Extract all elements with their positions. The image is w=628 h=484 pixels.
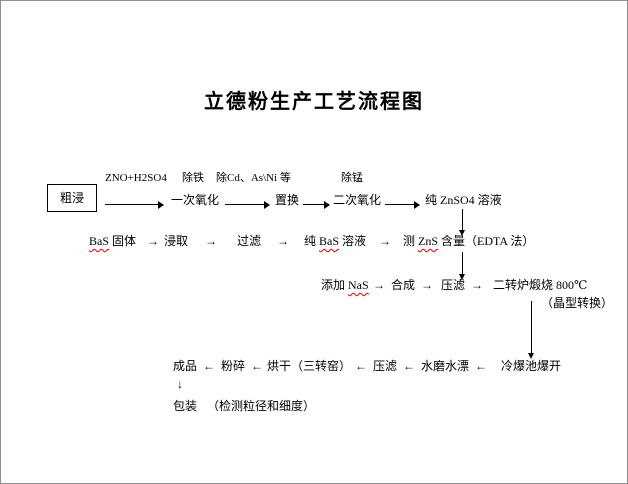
inspection-note: （检测粒径和细度） <box>207 399 316 413</box>
add-prefix: 添加 <box>321 278 349 292</box>
arrow-right-icon: → <box>147 234 159 248</box>
arrow-right-icon: → <box>471 278 483 292</box>
step-filtration: 过滤 <box>237 234 262 248</box>
arrow-down-icon: ↓ <box>177 377 183 391</box>
nas-term: NaS <box>348 278 369 292</box>
node-add-nas: 添加 NaS <box>321 278 369 293</box>
arrow-left-icon: ← <box>251 359 263 373</box>
crystal-transform-note: （晶型转换） <box>541 296 614 310</box>
remove-impurities-label: 除Cd、As\Ni 等 <box>216 172 291 184</box>
flow-arrow-down-icon <box>459 209 465 236</box>
node-pure-znso4-solution: 纯 ZnSO4 溶液 <box>425 193 502 207</box>
zns-term: ZnS <box>418 234 439 248</box>
flow-arrow-right-icon <box>303 201 330 209</box>
remove-manganese-label: 除锰 <box>341 172 363 184</box>
bas-term: BaS <box>319 234 340 248</box>
step-second-oxidation: 二次氧化 <box>333 193 382 207</box>
test-prefix: 测 <box>403 234 419 248</box>
flow-arrow-right-icon <box>225 201 270 209</box>
flow-arrow-right-icon <box>105 201 164 209</box>
flow-arrow-right-icon <box>385 201 420 209</box>
step-synthesis: 合成 <box>391 278 416 292</box>
arrow-left-icon: ← <box>203 359 215 373</box>
step-drying: 烘干（三转窑） <box>267 359 352 373</box>
flow-arrow-down-icon <box>459 252 465 280</box>
solution-suffix: 溶液 <box>339 234 367 248</box>
step-first-oxidation: 一次氧化 <box>171 193 220 207</box>
node-bas-solid: BaS 固体 <box>89 234 136 249</box>
arrow-right-icon: → <box>373 278 385 292</box>
step-packaging: 包装 <box>173 399 198 413</box>
pure-prefix: 纯 <box>304 234 320 248</box>
arrow-left-icon: ← <box>475 359 487 373</box>
node-pure-bas-solution: 纯 BaS 溶液 <box>304 234 366 249</box>
step-crushing: 粉碎 <box>221 359 246 373</box>
arrow-left-icon: ← <box>403 359 415 373</box>
step-press-filtration-2: 压滤 <box>373 359 398 373</box>
page-title: 立德粉生产工艺流程图 <box>204 91 424 113</box>
node-finished-product: 成品 <box>173 359 198 373</box>
arrow-right-icon: → <box>277 234 289 248</box>
step-calcination: 二转炉煅烧 800℃ <box>493 278 588 292</box>
node-test-zns-content: 测 ZnS 含量（EDTA 法） <box>403 234 534 249</box>
flow-arrow-down-icon <box>528 301 534 359</box>
arrow-right-icon: → <box>379 234 391 248</box>
test-suffix: 含量（EDTA 法） <box>438 234 535 248</box>
step-leaching: 浸取 <box>164 234 189 248</box>
arrow-right-icon: → <box>205 234 217 248</box>
bas-term: BaS <box>89 234 110 248</box>
remove-iron-label: 除铁 <box>182 172 204 184</box>
step-cold-burst: 冷爆池爆开 <box>501 359 562 373</box>
crude-leach-box: 粗浸 <box>47 184 97 212</box>
arrow-right-icon: → <box>421 278 433 292</box>
arrow-left-icon: ← <box>355 359 367 373</box>
step-replacement: 置换 <box>275 193 300 207</box>
step-water-milling: 水磨水漂 <box>421 359 470 373</box>
reagent-label: ZNO+H2SO4 <box>105 172 167 184</box>
step-press-filtration: 压滤 <box>441 278 466 292</box>
bas-solid-rest: 固体 <box>109 234 137 248</box>
